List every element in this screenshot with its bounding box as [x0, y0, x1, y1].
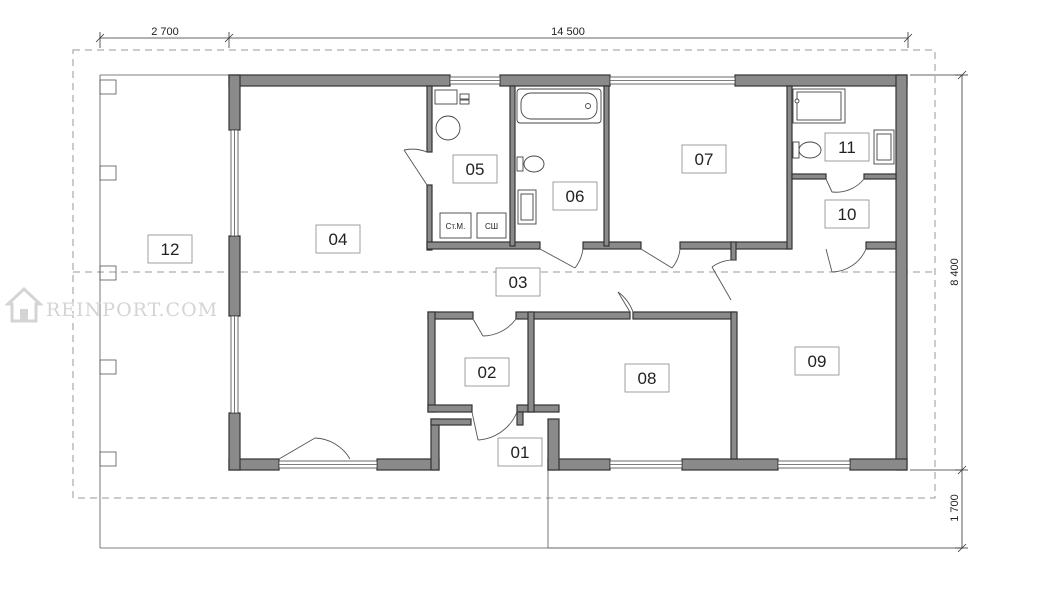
room-number: 09	[808, 352, 827, 371]
bathroom-11-fixtures	[792, 88, 895, 165]
room-label-05: 05	[452, 154, 498, 184]
dashed-outline	[72, 49, 936, 499]
room-label-03: 03	[495, 267, 541, 297]
room-label-01: 01	[497, 437, 543, 467]
washer-label: Ст.М.	[446, 222, 466, 231]
room-number: 05	[466, 160, 485, 179]
watermark: REINPORT.COM	[4, 286, 218, 323]
watermark-text: REINPORT.COM	[46, 299, 218, 321]
room-number: 03	[509, 273, 528, 292]
dryer-label: СШ	[485, 222, 498, 231]
dimension-right-main: 8 400	[949, 258, 961, 286]
room-number: 02	[478, 363, 497, 382]
dimension-top-left: 2 700	[151, 26, 179, 38]
room-label-06: 06	[552, 181, 598, 211]
dimension-top-main: 14 500	[551, 26, 585, 38]
room-label-07: 07	[681, 144, 727, 174]
dimension-lines	[95, 32, 968, 553]
room-number: 01	[511, 443, 530, 462]
room-label-11: 11	[824, 132, 870, 162]
bathroom-fixtures	[516, 88, 602, 225]
room-label-04: 04	[315, 224, 361, 254]
room-number: 08	[638, 369, 657, 388]
room-labels: 01 02 03 04 05 06 07 08	[147, 132, 870, 467]
doors	[278, 148, 867, 460]
room-number: 11	[838, 138, 856, 157]
room-number: 06	[566, 187, 585, 206]
room-label-12: 12	[147, 234, 193, 264]
windows	[230, 76, 851, 469]
room-number: 07	[695, 150, 714, 169]
room-label-02: 02	[464, 357, 510, 387]
room-number: 10	[838, 205, 857, 224]
room-label-08: 08	[624, 363, 670, 393]
room-number: 12	[161, 240, 180, 259]
room-number: 04	[329, 230, 348, 249]
room-label-10: 10	[824, 199, 870, 229]
room-label-09: 09	[794, 346, 840, 376]
house-logo-icon	[4, 286, 44, 323]
terrace-outline	[99, 74, 549, 549]
dimension-right-lower: 1 700	[949, 494, 961, 522]
inner-walls	[426, 85, 897, 471]
laundry-fixtures	[434, 89, 507, 239]
